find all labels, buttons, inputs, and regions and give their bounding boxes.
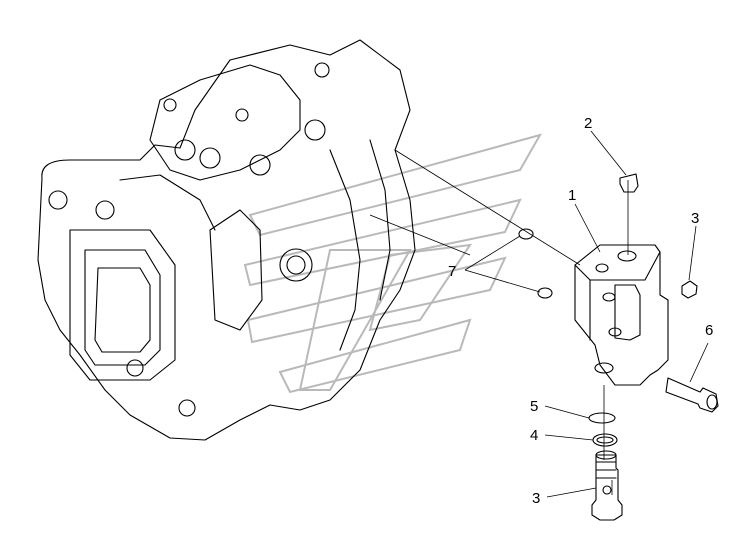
alignment-lines: [369, 149, 629, 495]
callouts: 1 2 3 6 7 5 4 3: [448, 115, 713, 507]
valve-body-part-1: [574, 244, 669, 386]
callout-2: 2: [584, 115, 592, 132]
pump-housing: [37, 39, 416, 441]
callout-3-lower: 3: [532, 490, 540, 507]
cartridge-valve-part-3-lower: [591, 450, 623, 521]
watermark-logo: [243, 133, 543, 394]
callout-5: 5: [530, 398, 538, 415]
bolt-part-6: [665, 377, 719, 413]
callout-1: 1: [568, 187, 576, 204]
callout-4: 4: [530, 427, 538, 444]
callout-3-upper: 3: [691, 210, 699, 227]
leader-lines: [464, 130, 709, 498]
o-ring-part-4: [592, 433, 618, 447]
callout-6: 6: [705, 322, 713, 339]
o-ring-part-7: [518, 228, 553, 299]
plug-part-2: [619, 173, 639, 193]
o-ring-part-5: [588, 412, 616, 424]
plug-part-3-upper: [681, 280, 698, 299]
callout-7: 7: [448, 263, 456, 280]
